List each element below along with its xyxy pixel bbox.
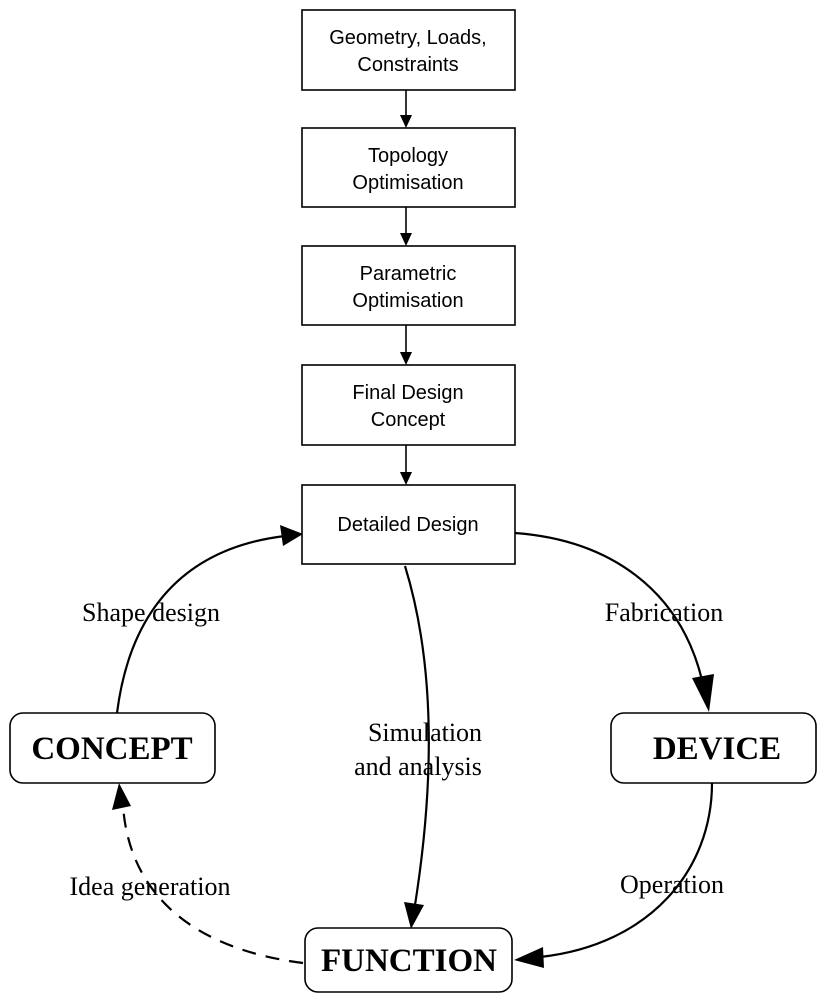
cycle-node-device-label: DEVICE (653, 731, 781, 767)
flow-box-geometry-line1: Geometry, Loads, (329, 27, 486, 49)
flow-box-final-design-line2: Concept (371, 409, 446, 431)
flow-arrow-2 (400, 207, 412, 246)
flow-box-topology: Topology Optimisation (301, 127, 516, 208)
label-shape-design: Shape design (82, 598, 220, 627)
cycle-node-concept-label: CONCEPT (31, 731, 192, 767)
label-simulation-line2: and analysis (354, 752, 482, 781)
label-idea-generation: Idea generation (70, 872, 231, 901)
arrow-idea-generation (112, 783, 304, 965)
flow-box-parametric: Parametric Optimisation (301, 245, 516, 326)
cycle-node-device: DEVICE (610, 712, 817, 784)
flow-arrow-3 (400, 325, 412, 365)
flow-box-geometry: Geometry, Loads, Constraints (301, 9, 516, 91)
flow-box-topology-line2: Optimisation (352, 172, 463, 194)
flow-box-topology-line1: Topology (368, 145, 448, 167)
arrow-fabrication (514, 531, 714, 712)
flow-arrow-1 (400, 90, 412, 128)
arrow-simulation (403, 565, 430, 929)
flow-box-detailed-design-label: Detailed Design (337, 514, 478, 536)
flow-arrow-4 (400, 445, 412, 485)
flow-box-parametric-line2: Optimisation (352, 290, 463, 312)
flow-box-final-design: Final Design Concept (301, 364, 516, 446)
arrow-operation (514, 782, 714, 968)
flow-box-geometry-line2: Constraints (357, 54, 458, 76)
flow-box-parametric-line1: Parametric (360, 263, 457, 285)
cycle-node-function: FUNCTION (304, 927, 513, 993)
flow-box-detailed-design: Detailed Design (301, 484, 516, 565)
cycle-node-concept: CONCEPT (9, 712, 216, 784)
cycle-node-function-label: FUNCTION (321, 943, 497, 979)
flow-box-final-design-line1: Final Design (352, 382, 463, 404)
arrow-shape-design (115, 525, 303, 714)
label-operation: Operation (620, 870, 724, 899)
label-fabrication: Fabrication (605, 598, 723, 627)
label-simulation-line1: Simulation (368, 718, 482, 747)
